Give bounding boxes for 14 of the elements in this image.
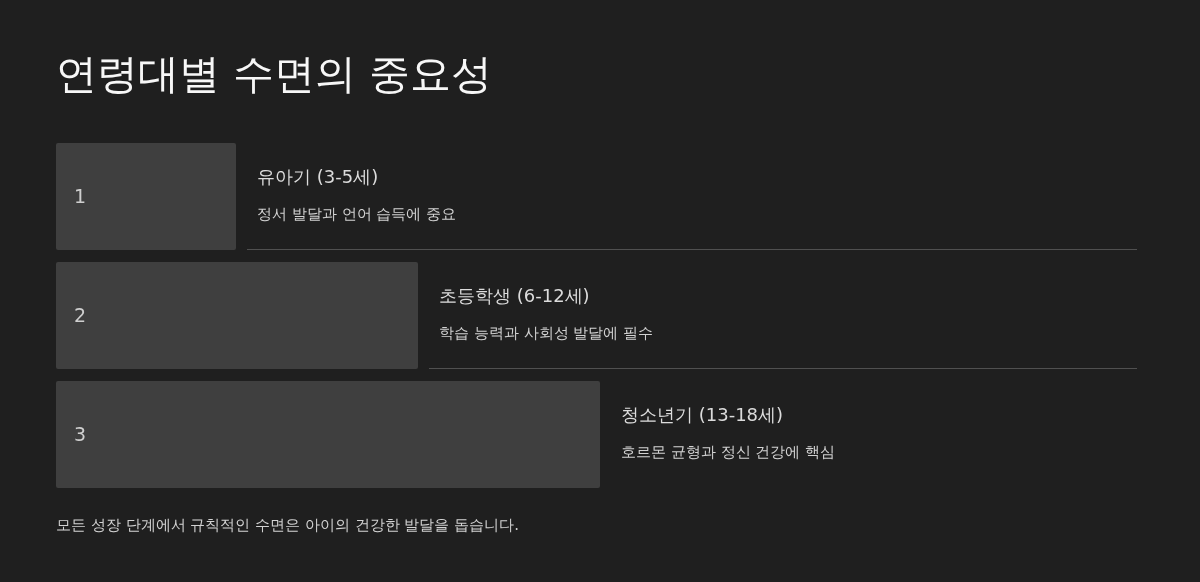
stage-bar	[56, 381, 600, 488]
stage-heading: 청소년기 (13-18세)	[621, 403, 784, 427]
stage-heading: 초등학생 (6-12세)	[439, 284, 590, 308]
step-number: 2	[74, 303, 87, 329]
stage-description: 호르몬 균형과 정신 건강에 핵심	[621, 442, 836, 462]
stage-description: 학습 능력과 사회성 발달에 필수	[439, 323, 654, 343]
step-number: 1	[74, 184, 87, 210]
stage-description: 정서 발달과 언어 습득에 중요	[257, 204, 457, 224]
stage-bar	[56, 143, 236, 250]
caption-text: 모든 성장 단계에서 규칙적인 수면은 아이의 건강한 발달을 돕습니다.	[56, 515, 519, 535]
step-number: 3	[74, 422, 87, 448]
diagram-title: 연령대별 수면의 중요성	[56, 49, 493, 100]
stage-heading: 유아기 (3-5세)	[257, 165, 379, 189]
stage-bar	[56, 262, 418, 369]
